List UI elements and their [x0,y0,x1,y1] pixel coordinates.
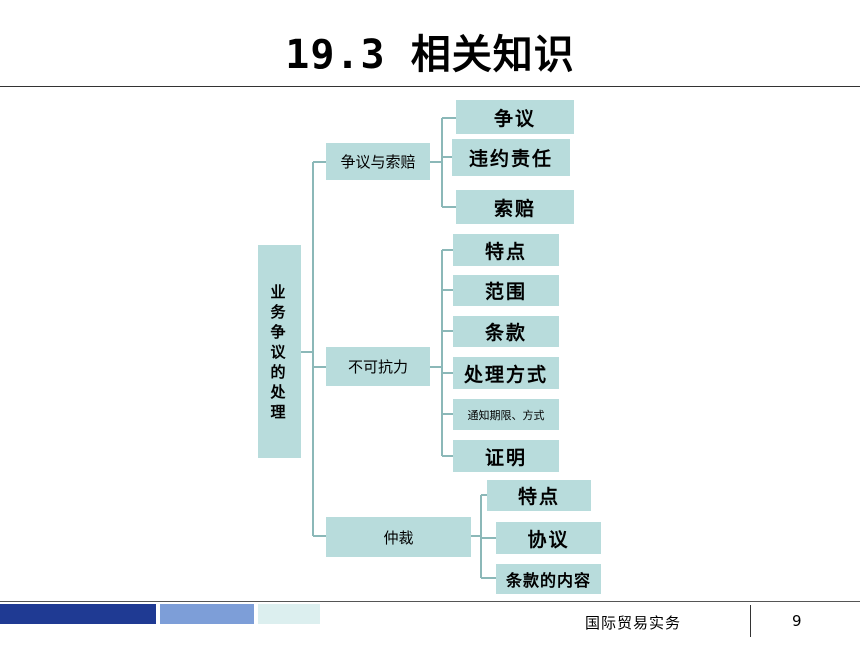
node-fm-notice: 通知期限、方式 [453,399,559,430]
title-divider [0,86,860,87]
connector-branch-2 [430,249,453,457]
node-arb-features: 特点 [487,480,591,511]
node-branch-dispute-claim: 争议与索赔 [326,143,430,180]
node-fm-proof: 证明 [453,440,559,472]
node-liability: 违约责任 [452,139,570,176]
slide-title: 19.3 相关知识 [285,32,575,78]
node-arb-agreement: 协议 [496,522,601,554]
node-arb-clause-content: 条款的内容 [496,564,601,594]
node-branch-arbitration: 仲裁 [326,517,471,557]
footer-bar-mid [160,604,254,624]
node-branch-force-majeure: 不可抗力 [326,347,430,386]
node-claim: 索赔 [456,190,574,224]
footer-bar-dark [0,604,156,624]
footer-divider [0,601,860,602]
node-dispute: 争议 [456,100,574,134]
footer-course-name: 国际贸易实务 [585,614,682,632]
page-number: 9 [792,612,802,630]
node-root: 业务争议的处理 [258,245,301,458]
node-fm-handling: 处理方式 [453,357,559,389]
footer-bar-light [258,604,320,624]
footer-separator [750,605,751,637]
node-fm-clause: 条款 [453,316,559,347]
node-fm-scope: 范围 [453,275,559,306]
connector-branch-1 [430,117,456,208]
node-fm-features: 特点 [453,234,559,266]
connector-branch-3 [471,494,496,579]
connector-root [301,161,326,537]
